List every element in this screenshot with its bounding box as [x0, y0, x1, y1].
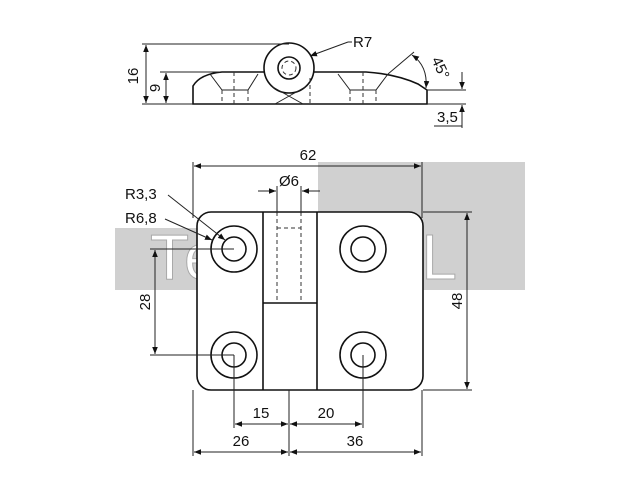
hole-circle [350, 236, 376, 262]
counterbore-circle [339, 225, 387, 273]
dimension-right-width-36: 36 [347, 433, 364, 450]
dimension-width-62: 62 [300, 147, 317, 164]
dimension-leaf-height-9: 9 [147, 84, 164, 92]
top-view-plate-outline [196, 211, 424, 391]
leader-counterbore-radius [164, 218, 213, 241]
top-view: 62 Ø6 R3,3 R6,8 28 48 15 20 26 [125, 147, 472, 456]
side-view-cut-line [274, 85, 308, 105]
dimension-radius-r7: R7 [353, 34, 372, 51]
side-view-cut-line [270, 85, 304, 105]
dimension-hole-spacing-28: 28 [137, 294, 154, 311]
leader-radius [309, 41, 349, 57]
side-view-pin [281, 60, 297, 76]
dimension-height-16: 16 [125, 68, 142, 85]
dimension-offset-15: 15 [253, 405, 270, 422]
hole-top-right [339, 225, 387, 273]
dimension-pin-diameter: Ø6 [279, 173, 299, 190]
leader-hole-radius [167, 194, 226, 241]
angle-reference-line [387, 51, 415, 75]
dimension-left-width-26: 26 [233, 433, 250, 450]
dimension-offset-20: 20 [318, 405, 335, 422]
dimension-plate-height-48: 48 [449, 293, 466, 310]
side-view-pin-bore [277, 56, 301, 80]
angle-arc [411, 54, 430, 89]
dimension-hole-radius: R3,3 [125, 186, 157, 203]
side-view-countersink-left [209, 73, 259, 91]
side-view-knuckle [263, 42, 315, 94]
dimension-counterbore-radius: R6,8 [125, 210, 157, 227]
side-view: 16 9 R7 45° 3,5 [125, 34, 466, 128]
dimension-thickness-3-5: 3,5 [437, 109, 458, 126]
dimension-angle-45: 45° [428, 54, 453, 82]
